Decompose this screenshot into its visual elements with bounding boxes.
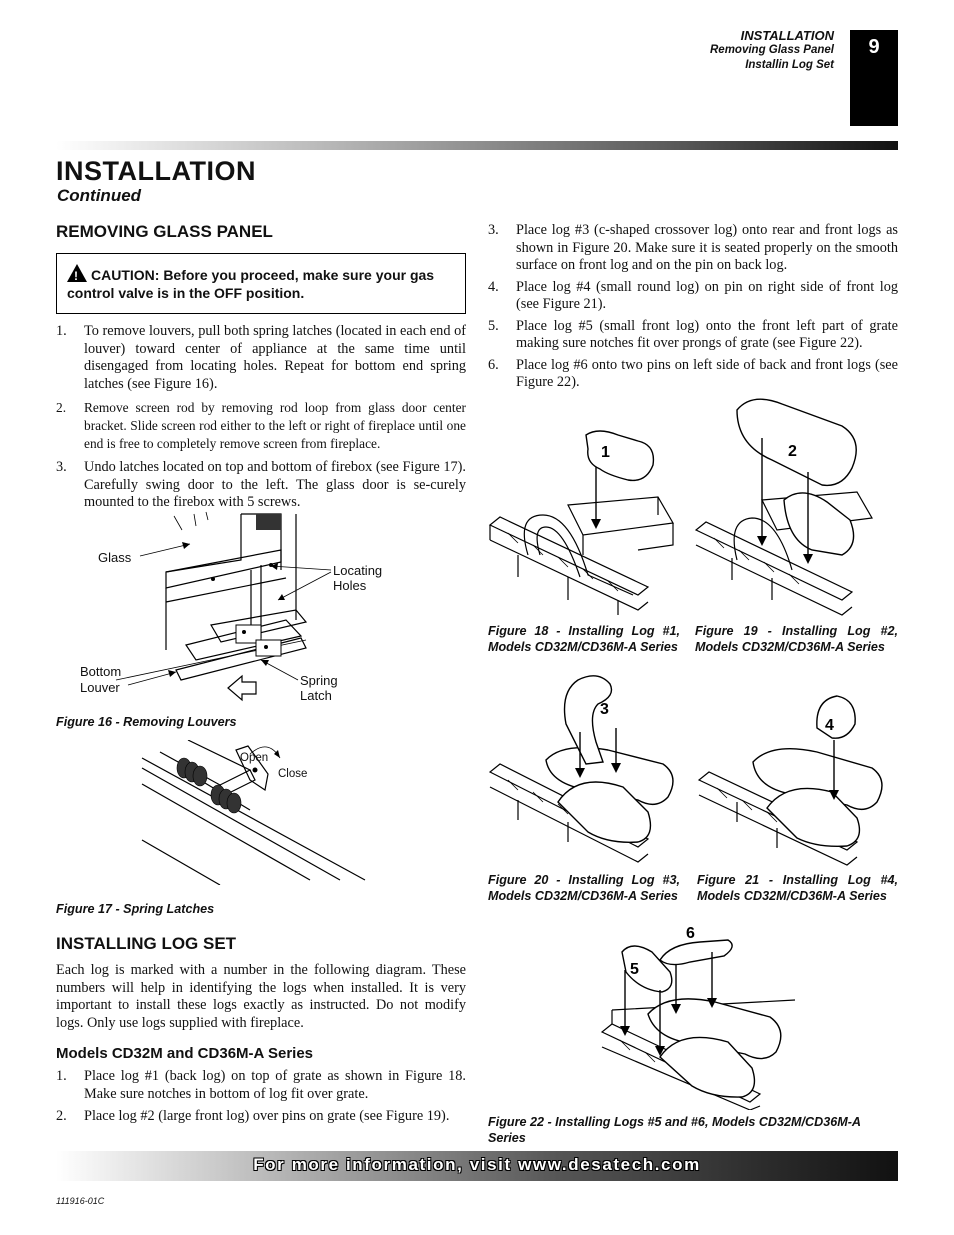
figure-19-caption: Figure 19 - Installing Log #2, Models CD… bbox=[695, 624, 898, 654]
footer-banner: For more information, visit www.desatech… bbox=[56, 1151, 898, 1181]
label-bottom: Bottom bbox=[80, 664, 122, 679]
log-number-6: 6 bbox=[686, 925, 695, 942]
figure-16-caption: Figure 16 - Removing Louvers bbox=[56, 715, 237, 729]
installing-logs-intro: Each log is marked with a number in the … bbox=[56, 962, 466, 1031]
label-close: Close bbox=[278, 768, 308, 780]
label-spring: Spring bbox=[300, 673, 338, 688]
figure-21-log-4-illustration: 4 bbox=[697, 695, 883, 866]
header-sub-2: Installin Log Set bbox=[745, 59, 834, 71]
list-item: 2.Remove screen rod by removing rod loop… bbox=[56, 400, 466, 451]
list-item: 1.To remove louvers, pull both spring la… bbox=[56, 323, 466, 392]
models-subheading: Models CD32M and CD36M-A Series bbox=[56, 1045, 314, 1062]
list-item: 2.Place log #2 (large front log) over pi… bbox=[56, 1108, 450, 1124]
label-latch: Latch bbox=[300, 688, 332, 703]
label-holes: Holes bbox=[333, 578, 367, 593]
figure-22-caption: Figure 22 - Installing Logs #5 and #6, M… bbox=[488, 1115, 861, 1145]
removing-glass-heading: REMOVING GLASS PANEL bbox=[56, 222, 273, 241]
log-number-3: 3 bbox=[600, 701, 609, 718]
figure-17-spring-latches-illustration bbox=[141, 740, 366, 885]
header-sub-1: Removing Glass Panel bbox=[710, 44, 834, 56]
list-item: 3.Undo latches located on top and bottom… bbox=[56, 459, 466, 510]
label-louver: Louver bbox=[80, 680, 120, 695]
page-title: INSTALLATION bbox=[56, 156, 256, 186]
label-locating: Locating bbox=[333, 563, 383, 578]
removing-glass-steps: 1.To remove louvers, pull both spring la… bbox=[56, 323, 466, 512]
list-item: 5.Place log #5 (small front log) onto th… bbox=[488, 317, 898, 352]
log-number-2: 2 bbox=[788, 443, 797, 460]
log-steps-left: 1.Place log #1 (back log) on top of grat… bbox=[56, 1068, 466, 1126]
caution-text: CAUTION: Before you proceed, make sure y… bbox=[67, 267, 435, 301]
list-item: 6.Place log #6 onto two pins on left sid… bbox=[488, 356, 898, 391]
figure-17-caption: Figure 17 - Spring Latches bbox=[56, 902, 215, 916]
header-section: INSTALLATION bbox=[740, 28, 834, 43]
figure-22-logs-5-6-illustration: 5 6 bbox=[600, 925, 796, 1110]
figure-18-log-1-illustration: 1 bbox=[488, 430, 674, 615]
running-header: INSTALLATION Removing Glass Panel Instal… bbox=[710, 28, 834, 73]
figure-18-caption: Figure 18 - Installing Log #1, Models CD… bbox=[488, 624, 680, 654]
installing-logs-heading: INSTALLING LOG SET bbox=[56, 934, 237, 953]
figure-16-louvers-illustration bbox=[115, 511, 332, 702]
figure-20-caption: Figure 20 - Installing Log #3, Models CD… bbox=[488, 873, 680, 903]
page-number: 9 bbox=[850, 30, 898, 126]
log-steps-right: 3.Place log #3 (c-shaped crossover log) … bbox=[488, 222, 898, 392]
figure-20-log-3-illustration: 3 bbox=[488, 675, 674, 863]
list-item: 1.Place log #1 (back log) on top of grat… bbox=[56, 1068, 466, 1102]
figure-21-caption: Figure 21 - Installing Log #4, Models CD… bbox=[697, 873, 898, 903]
footer-banner-text[interactable]: For more information, visit www.desatech… bbox=[253, 1155, 701, 1174]
figure-19-log-2-illustration: 2 bbox=[694, 398, 873, 616]
log-number-4: 4 bbox=[825, 717, 834, 734]
warning-triangle-icon bbox=[67, 264, 87, 285]
document-number: 111916-01C bbox=[56, 1196, 105, 1206]
log-number-5: 5 bbox=[630, 961, 639, 978]
header-gradient-bar bbox=[56, 141, 898, 150]
log-number-1: 1 bbox=[601, 444, 610, 461]
label-glass: Glass bbox=[98, 550, 132, 565]
caution-box: CAUTION: Before you proceed, make sure y… bbox=[56, 253, 466, 314]
page-subtitle-continued: Continued bbox=[57, 186, 142, 205]
list-item: 3.Place log #3 (c-shaped crossover log) … bbox=[488, 222, 898, 273]
list-item: 4.Place log #4 (small round log) on pin … bbox=[488, 278, 898, 313]
label-open: Open bbox=[240, 752, 269, 764]
